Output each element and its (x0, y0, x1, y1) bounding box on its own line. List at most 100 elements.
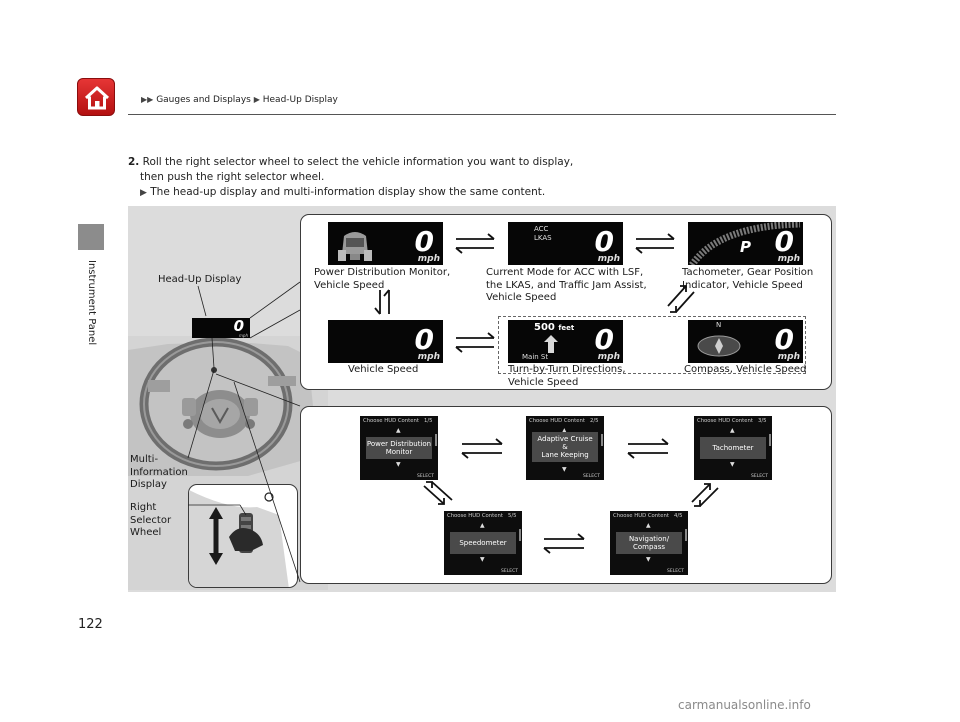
caption-line: Turn-by-Turn Directions, (508, 364, 626, 375)
mid-header: Choose HUD Content (447, 513, 503, 519)
mid-screen-power: Choose HUD Content 1/5 ▲ Power Distribut… (360, 416, 438, 480)
mid-screen-nav: Choose HUD Content 4/5 ▲ Navigation/Comp… (610, 511, 688, 575)
label-line: Display (130, 479, 167, 490)
hud-turn-by-turn: 500 feet Main St 0 mph (508, 320, 623, 363)
mid-index: 5/5 (508, 513, 517, 519)
hud-preview-unit: mph (239, 333, 248, 338)
caption-turn-by-turn: Turn-by-Turn Directions, Vehicle Speed (508, 364, 626, 389)
navigation-group-outline (498, 316, 806, 374)
caption-line: Vehicle Speed (486, 292, 557, 303)
hud-preview: 0 mph (192, 318, 250, 338)
caption-line: Vehicle Speed (508, 376, 579, 388)
side-tab-marker (78, 224, 104, 250)
label-line: Selector (130, 514, 172, 526)
label-right-selector-wheel: Right Selector Wheel (130, 502, 171, 540)
mid-header: Choose HUD Content (697, 418, 753, 424)
step-line-1: Roll the right selector wheel to select … (142, 156, 574, 168)
caption-line: Power Distribution Monitor, (314, 267, 451, 278)
mid-screen-tach: Choose HUD Content 3/5 ▲ Tachometer ▼ SE… (694, 416, 772, 480)
hud-acc-unit: mph (597, 254, 620, 264)
mid-option-line: Adaptive Cruise (537, 435, 593, 443)
turn-arrow-icon (544, 335, 558, 353)
mid-option-tach[interactable]: Tachometer (700, 437, 766, 459)
hud-acc-label: ACC (534, 225, 549, 233)
illustration-panel: 0 mph 0 mph ACC LKAS 0 mph P (128, 206, 836, 592)
hud-compass-unit: mph (777, 352, 800, 362)
leader-lines (187, 281, 301, 583)
hud-compass-north: N (716, 321, 722, 329)
hud-distance-unit: feet (558, 324, 575, 332)
side-tab-label: Instrument Panel (86, 260, 97, 346)
mid-header: Choose HUD Content (613, 513, 669, 519)
hud-compass-speed: 0 (774, 323, 794, 356)
hud-nav-speed: 0 (594, 323, 614, 356)
mid-scrollbar (435, 434, 437, 446)
caption-line: Vehicle Speed (314, 279, 385, 291)
breadcrumb-hud-link[interactable]: Head-Up Display (262, 95, 338, 105)
mid-index: 4/5 (674, 513, 683, 519)
mid-up-arrow-icon: ▲ (396, 427, 401, 434)
mid-option-line: Speedometer (459, 539, 507, 547)
hud-lkas-label: LKAS (534, 234, 552, 242)
mid-option-speed[interactable]: Speedometer (450, 532, 516, 554)
mid-screen-acc: Choose HUD Content 2/5 ▲ Adaptive Cruise… (526, 416, 604, 480)
hud-tachometer: P 0 mph (688, 222, 803, 265)
label-head-up-display: Head-Up Display (158, 274, 242, 285)
mid-down-arrow-icon: ▼ (730, 461, 735, 468)
caption-line: Indicator, Vehicle Speed (682, 279, 803, 291)
step-number: 2. (128, 156, 140, 168)
mid-option-line: Power Distribution (366, 440, 432, 448)
step-instructions: 2. Roll the right selector wheel to sele… (128, 155, 828, 201)
label-multi-information-display: Multi- Information Display (130, 454, 188, 492)
mid-down-arrow-icon: ▼ (646, 556, 651, 563)
caption-line: Vehicle Speed (348, 364, 419, 375)
breadcrumb-separator: ▶ (253, 95, 260, 104)
step-note: The head-up display and multi-informatio… (150, 186, 546, 198)
hud-street-name: Main St (522, 353, 549, 361)
hud-power-distribution: 0 mph (328, 222, 443, 265)
mid-option-nav[interactable]: Navigation/Compass (616, 532, 682, 554)
header-rule (128, 114, 836, 115)
mid-header: Choose HUD Content (529, 418, 585, 424)
mid-screen-speed: Choose HUD Content 5/5 ▲ Speedometer ▼ S… (444, 511, 522, 575)
label-line: Information (130, 466, 188, 478)
hud-preview-speed: 0 (233, 318, 244, 335)
mid-scrollbar (601, 434, 603, 446)
breadcrumb-gauges-link[interactable]: Gauges and Displays (156, 95, 251, 105)
caption-vehicle-speed: Vehicle Speed (348, 364, 418, 377)
tachometer-arc-icon (689, 222, 801, 265)
breadcrumb-marker: ▶▶ (141, 95, 154, 104)
car-power-icon (338, 232, 372, 261)
hud-acc-speed: 0 (594, 225, 614, 258)
caption-line: Tachometer, Gear Position (682, 267, 814, 278)
mid-scrollbar (685, 529, 687, 541)
hud-tach-unit: mph (777, 254, 800, 264)
hud-speed-unit: mph (417, 352, 440, 362)
mid-select-label: SELECT (417, 474, 434, 479)
label-line: Right (130, 502, 157, 513)
mid-header: Choose HUD Content (363, 418, 419, 424)
hud-nav-unit: mph (597, 352, 620, 362)
hud-compass: N 0 mph (688, 320, 803, 363)
caption-compass: Compass, Vehicle Speed (684, 364, 806, 377)
label-line: Multi- (130, 454, 159, 465)
home-button[interactable] (77, 78, 115, 116)
mid-down-arrow-icon: ▼ (480, 556, 485, 563)
mid-select-label: SELECT (501, 569, 518, 574)
mid-index: 3/5 (758, 418, 767, 424)
caption-tachometer: Tachometer, Gear Position Indicator, Veh… (682, 267, 813, 292)
mid-select-label: SELECT (751, 474, 768, 479)
mid-option-line: Navigation/ (628, 535, 670, 543)
mid-option-acc[interactable]: Adaptive Cruise&Lane Keeping (532, 432, 598, 462)
mid-select-label: SELECT (667, 569, 684, 574)
mid-up-arrow-icon: ▲ (562, 427, 567, 434)
caption-power-distribution: Power Distribution Monitor, Vehicle Spee… (314, 267, 450, 292)
caption-acc-lkas: Current Mode for ACC with LSF, the LKAS,… (486, 267, 647, 305)
hud-power-speed: 0 (414, 225, 434, 258)
selector-wheel-drawing (189, 490, 289, 587)
selector-wheel-inset (188, 484, 298, 588)
mid-option-line: Monitor (385, 448, 413, 456)
cycle-arrows (374, 233, 719, 554)
breadcrumb: ▶▶ Gauges and Displays ▶ Head-Up Display (141, 95, 338, 105)
